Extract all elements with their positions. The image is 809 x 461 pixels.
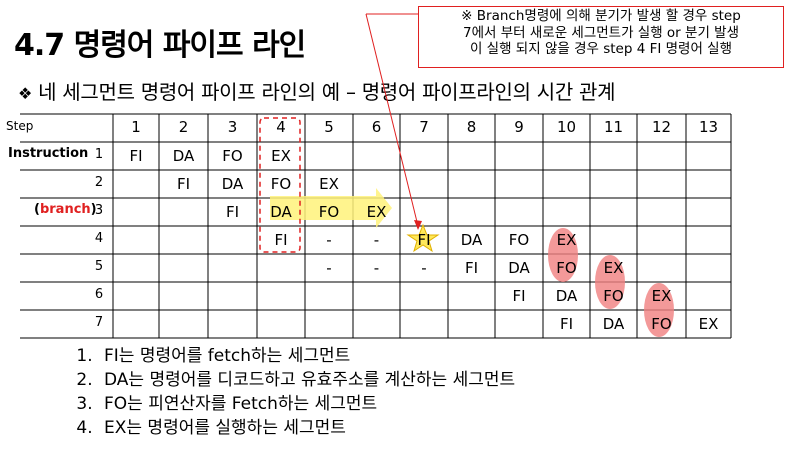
pipeline-cell: FI — [176, 175, 191, 193]
stall-ellipse — [644, 283, 674, 337]
step-header: 3 — [227, 118, 238, 136]
step-header: 11 — [603, 118, 624, 136]
step4-dashed-box — [259, 117, 301, 253]
pipeline-cell: EX — [698, 315, 719, 333]
pipeline-cell: FO — [603, 287, 624, 305]
row-number: 4 — [94, 231, 104, 246]
row-number: 7 — [94, 315, 104, 330]
branch-text: branch — [39, 202, 91, 217]
instruction-label: Instruction — [8, 146, 89, 161]
step-header: 7 — [419, 118, 429, 136]
row-number: 6 — [94, 287, 104, 302]
pipeline-cell: FO — [270, 175, 292, 193]
step-header: 1 — [131, 118, 141, 136]
forward-arrow-highlight — [270, 188, 392, 228]
pipeline-cell: FO — [556, 259, 577, 277]
pipeline-cell: FI — [464, 259, 479, 277]
pipeline-cell: DA — [172, 147, 195, 165]
pipeline-cell: - — [326, 231, 332, 249]
pipeline-cell: FI — [225, 203, 240, 221]
pipeline-cell: DA — [460, 231, 483, 249]
step-header: 12 — [651, 118, 672, 136]
pipeline-cell: FI — [559, 315, 574, 333]
stall-ellipse — [595, 255, 625, 309]
pipeline-cell: - — [326, 259, 332, 277]
pipeline-cell: - — [421, 259, 427, 277]
pipeline-cell: - — [373, 231, 380, 249]
pipeline-cell: FO — [222, 147, 243, 165]
pipeline-cell: FI — [274, 231, 288, 249]
pipeline-cell: DA — [221, 175, 244, 193]
row-number: 1 — [94, 147, 104, 162]
pipeline-cell: EX — [603, 259, 624, 277]
definition-item: FO는 피연산자를 Fetch하는 세그먼트 — [98, 392, 515, 416]
step-header-label: Step — [6, 119, 34, 133]
step-header: 13 — [698, 118, 719, 136]
step-header: 4 — [276, 118, 286, 136]
pipeline-cell: DA — [555, 287, 578, 305]
arrow-head-icon — [414, 220, 422, 230]
note-line: ※ Branch명령에 의해 분기가 발생 할 경우 step — [461, 8, 741, 24]
note-line: 7에서 부터 새로운 세그먼트가 실행 or 분기 발생 — [463, 24, 739, 41]
pipeline-cell: DA — [508, 259, 530, 277]
pipeline-cell: DA — [270, 203, 292, 221]
pipeline-cell: FO — [508, 231, 530, 249]
pipeline-cell: DA — [602, 315, 625, 333]
row-number: 5 — [94, 259, 104, 274]
step-header: 6 — [371, 118, 382, 136]
definition-item: EX는 명령어를 실행하는 세그먼트 — [98, 416, 515, 440]
step-header: 2 — [178, 118, 189, 136]
definition-item: FI는 명령어를 fetch하는 세그먼트 — [98, 344, 515, 368]
subtitle-text: 네 세그먼트 명령어 파이프 라인의 예 – 명령어 파이프라인의 시간 관계 — [38, 80, 616, 104]
stall-ellipse — [548, 228, 578, 282]
pipeline-cell: FO — [651, 315, 672, 333]
pipeline-cell: EX — [271, 147, 291, 165]
definition-item: DA는 명령어를 디코드하고 유효주소를 계산하는 세그먼트 — [98, 368, 515, 392]
pipeline-cell: FO — [318, 203, 340, 221]
subtitle: ❖ 네 세그먼트 명령어 파이프 라인의 예 – 명령어 파이프라인의 시간 관… — [18, 76, 615, 105]
step-header: 9 — [514, 118, 524, 136]
step-header: 8 — [466, 118, 477, 136]
branch-label: (branch) — [34, 202, 97, 217]
row-number: 2 — [94, 175, 104, 190]
pipeline-cell: - — [373, 259, 380, 277]
segment-definitions: FI는 명령어를 fetch하는 세그먼트 DA는 명령어를 디코드하고 유효주… — [70, 344, 515, 440]
pipeline-cell: EX — [556, 231, 577, 249]
branch-note: ※ Branch명령에 의해 분기가 발생 할 경우 step 7에서 부터 새… — [418, 6, 784, 68]
pipeline-cell: EX — [651, 287, 672, 305]
step-header: 10 — [556, 118, 577, 136]
star-icon — [406, 223, 440, 253]
pipeline-cell: EX — [319, 175, 339, 193]
diamond-bullet-icon: ❖ — [18, 84, 33, 103]
step-header: 5 — [324, 118, 334, 136]
pipeline-cell: FI — [512, 287, 526, 305]
page-title: 4.7 명령어 파이프 라인 — [14, 28, 306, 63]
pipeline-cell: FI — [129, 147, 143, 165]
note-pointer-line — [365, 13, 419, 227]
row-number: 3 — [94, 203, 104, 218]
pipeline-cell: FI — [417, 231, 431, 249]
pipeline-cell: EX — [366, 203, 387, 221]
note-line: 이 실행 되지 않을 경우 step 4 FI 명령어 실행 — [469, 41, 733, 57]
